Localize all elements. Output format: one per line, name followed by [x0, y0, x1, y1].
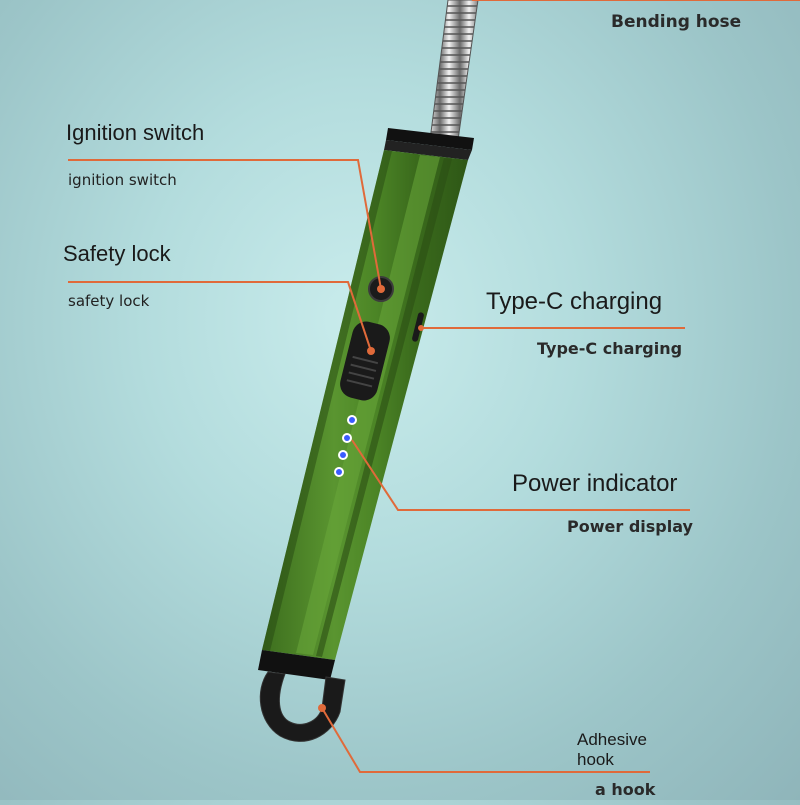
safety-lock-subtitle: safety lock	[68, 292, 150, 310]
bottom-cap	[258, 650, 335, 680]
bending-hose-label: Bending hose	[611, 12, 742, 32]
adhesive-hook-title: Adhesive hook	[577, 730, 647, 769]
safety-lock-title: Safety lock	[63, 241, 171, 266]
power-leds	[334, 415, 357, 477]
lighter-body	[262, 150, 468, 660]
typec-title: Type-C charging	[486, 288, 663, 315]
typec-subtitle: Type-C charging	[537, 339, 683, 358]
bending-hose	[429, 0, 479, 141]
a-hook-subtitle: a hook	[595, 780, 656, 799]
leader-lines	[68, 0, 800, 773]
ignition-switch-subtitle: ignition switch	[68, 171, 177, 189]
ignition-switch-title: Ignition switch	[66, 120, 205, 145]
leader-hook	[321, 707, 650, 773]
leader-safety-lock	[68, 281, 372, 352]
top-cap	[384, 128, 474, 160]
power-display-subtitle: Power display	[567, 517, 693, 536]
leader-power-indicator	[351, 439, 690, 511]
power-indicator-title: Power indicator	[512, 470, 678, 497]
hanging-hook	[259, 671, 346, 742]
leader-ignition-switch	[68, 159, 382, 290]
